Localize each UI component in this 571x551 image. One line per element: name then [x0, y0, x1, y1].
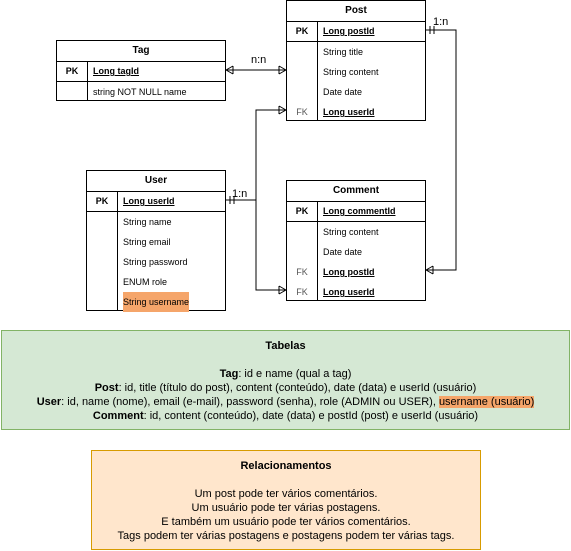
comment-id-field: Long commentId — [323, 206, 396, 216]
user-id-field: Long userId — [123, 196, 175, 206]
user-table[interactable]: User PK Long userId String name String e… — [86, 170, 226, 312]
key-column-divider — [117, 191, 118, 310]
comment-content-field: String content — [323, 227, 379, 237]
comment-postid-field: Long postId — [323, 267, 375, 277]
user-row: String name — [87, 212, 225, 232]
key-column-divider — [317, 201, 318, 300]
post-date-field: Date date — [323, 87, 363, 97]
tabelas-line-label: Tag — [219, 368, 239, 380]
post-row: Date date — [287, 82, 425, 102]
tag-table[interactable]: Tag PK Long tagId string NOT NULL name — [56, 40, 226, 101]
tabelas-line-text: : id, content (conteúdo), date (data) e … — [143, 410, 479, 422]
post-row: String title — [287, 42, 425, 62]
user-username-field: String username — [123, 292, 190, 312]
tag-table-title: Tag — [57, 41, 225, 62]
pk-label: PK — [295, 26, 309, 36]
comment-fk-row: FK Long userId — [287, 282, 425, 302]
fk-label: FK — [296, 287, 308, 297]
tag-pk-row: PK Long tagId — [57, 62, 225, 82]
tabelas-line-text: : id, name (nome), email (e-mail), passw… — [61, 396, 439, 408]
tabelas-line-text: : id, title (título do post), content (c… — [118, 382, 477, 394]
post-comment-cardinality: 1:n — [433, 16, 449, 28]
user-pk-row: PK Long userId — [87, 192, 225, 212]
relacionamentos-line: Um post pode ter vários comentários. — [194, 488, 378, 500]
post-title-field: String title — [323, 47, 364, 57]
tag-row: string NOT NULL name — [57, 82, 225, 102]
user-row: String email — [87, 232, 225, 252]
pk-label: PK — [295, 206, 309, 216]
post-id-field: Long postId — [323, 26, 375, 36]
post-userid-field: Long userId — [323, 107, 375, 117]
tabelas-line-highlight: username (usuário) — [438, 396, 535, 408]
pk-label: PK — [95, 196, 109, 206]
user-name-field: String name — [123, 217, 172, 227]
tabelas-note: Tabelas Tag: id e name (qual a tag) Post… — [1, 330, 570, 430]
relacionamentos-line: Tags podem ter várias postagens e postag… — [117, 530, 455, 542]
fk-label: FK — [296, 107, 308, 117]
post-row: String content — [287, 62, 425, 82]
tabelas-line-user: User: id, name (nome), email (e-mail), p… — [2, 395, 569, 409]
post-content-field: String content — [323, 67, 379, 77]
comment-row: String content — [287, 222, 425, 242]
comment-table-title: Comment — [287, 181, 425, 202]
user-row: String username — [87, 292, 225, 312]
comment-fk-row: FK Long postId — [287, 262, 425, 282]
post-pk-row: PK Long postId — [287, 22, 425, 42]
tabelas-line-label: Post — [94, 382, 119, 394]
relacionamentos-title: Relacionamentos — [240, 460, 332, 472]
post-table[interactable]: Post PK Long postId String title String … — [286, 0, 426, 121]
comment-row: Date date — [287, 242, 425, 262]
user-row: String password — [87, 252, 225, 272]
pk-label: PK — [65, 66, 79, 76]
user-table-title: User — [87, 171, 225, 192]
fk-label: FK — [296, 267, 308, 277]
user-email-field: String email — [123, 237, 171, 247]
relacionamentos-note: Relacionamentos Um post pode ter vários … — [91, 450, 481, 550]
relacionamentos-line: Um usuário pode ter várias postagens. — [191, 502, 381, 514]
tabelas-title: Tabelas — [265, 340, 306, 352]
user-role-field: ENUM role — [123, 277, 168, 287]
tag-name-field: string NOT NULL name — [93, 87, 187, 97]
tag-id-field: Long tagId — [93, 66, 139, 76]
comment-table[interactable]: Comment PK Long commentId String content… — [286, 180, 426, 301]
key-column-divider — [87, 61, 88, 100]
post-fk-row: FK Long userId — [287, 102, 425, 122]
tag-post-cardinality: n:n — [251, 54, 267, 66]
tabelas-line-post: Post: id, title (título do post), conten… — [2, 381, 569, 395]
tabelas-line-comment: Comment: id, content (conteúdo), date (d… — [2, 409, 569, 423]
tabelas-line-text: : id e name (qual a tag) — [238, 368, 352, 380]
comment-pk-row: PK Long commentId — [287, 202, 425, 222]
tabelas-line-label: User — [36, 396, 62, 408]
comment-userid-field: Long userId — [323, 287, 375, 297]
key-column-divider — [317, 21, 318, 120]
post-table-title: Post — [287, 1, 425, 22]
user-post-cardinality: 1:n — [232, 188, 248, 200]
tabelas-line-tag: Tag: id e name (qual a tag) — [2, 367, 569, 381]
relacionamentos-line: E também um usuário pode ter vários come… — [161, 516, 411, 528]
user-row: ENUM role — [87, 272, 225, 292]
tabelas-line-label: Comment — [92, 410, 144, 422]
user-password-field: String password — [123, 257, 188, 267]
comment-date-field: Date date — [323, 247, 363, 257]
